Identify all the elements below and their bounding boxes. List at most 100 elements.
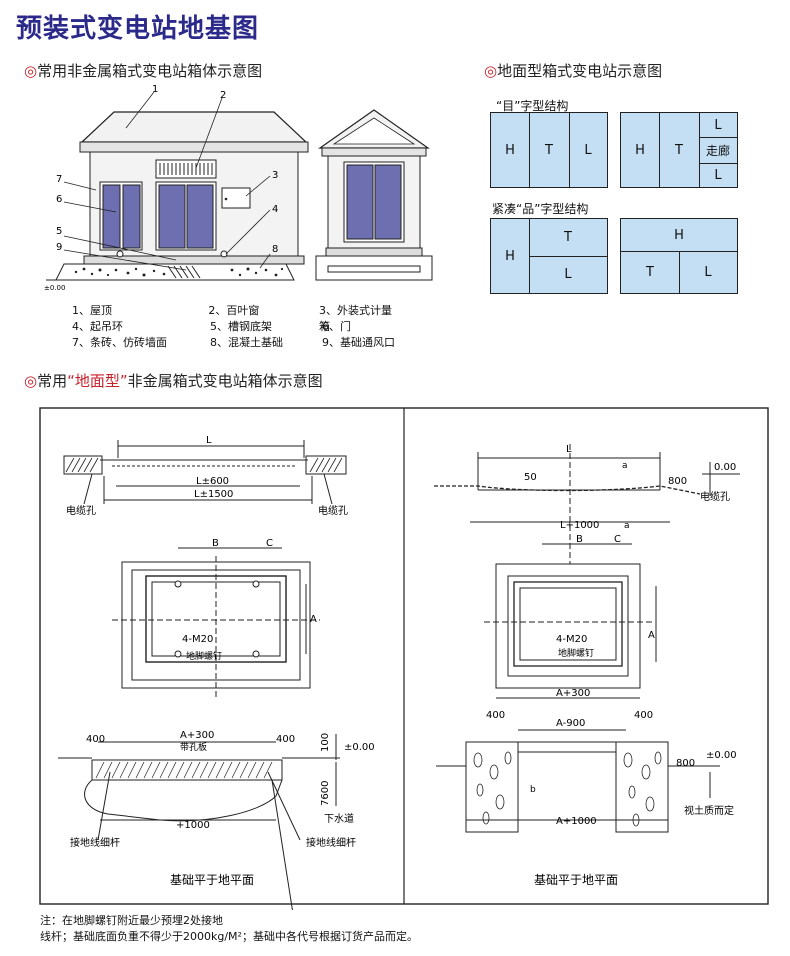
callout-4: 4: [272, 204, 278, 215]
dim-A-right: A: [648, 630, 655, 641]
note-line-2: 线杆；基础底面负重不得少于2000kg/M²；基础中各代号根据订货产品而定。: [40, 930, 418, 943]
bolt-label: 地脚螺钉: [186, 650, 222, 662]
dim-800: 800: [668, 476, 687, 487]
room-l: L: [584, 142, 592, 158]
elev2-right: ±0.00: [706, 750, 737, 761]
right-plan-view: B C A 4-M20 地脚螺钉 A+300: [484, 534, 657, 699]
door-leaf: [122, 184, 141, 249]
dim-400-right-b: 400: [634, 710, 653, 721]
roof-shape: [80, 111, 308, 143]
section-nonmetal-header: ◎常用非金属箱式变电站箱体示意图: [24, 60, 262, 81]
legend-item: 4、起吊环: [72, 320, 123, 333]
dim-400-right-a: 400: [486, 710, 505, 721]
layout-mu-caption: “目”字型结构: [496, 99, 569, 113]
ground-rod-right: 接地线细杆: [306, 836, 356, 849]
legend-item: 3、外装式计量箱: [319, 304, 392, 333]
right-top-section: L a 0.00 50 800 电缆孔 L+1000 a: [434, 444, 740, 636]
cable-hole-right-side: 电缆孔: [700, 490, 730, 503]
left-plan-view: B C A 4-M20 地脚螺钉: [112, 538, 320, 698]
dim-7600: 7600: [320, 781, 331, 806]
dim-100: 100: [320, 733, 331, 752]
legend-item: 6、门: [322, 320, 351, 333]
dim-B: B: [212, 538, 219, 549]
drain-label: 下水道: [324, 812, 354, 825]
callout-9: 9: [56, 242, 62, 253]
dim-L600: L±600: [196, 476, 229, 487]
dim-A300-right: A+300: [556, 688, 590, 699]
bolt-count: 4-M20: [182, 634, 213, 645]
layout-pin-b: H T L: [620, 218, 738, 294]
dim-B-right: B: [576, 534, 583, 545]
legend-item: 1、屋顶: [72, 304, 112, 317]
mark-b-bottom: b: [530, 785, 536, 795]
left-section-view: A+300 400 400 带孔板 100 ±0.00 7600 下水道 +10…: [58, 730, 375, 910]
room-h: H: [674, 227, 684, 243]
dim-L-right: L: [566, 444, 572, 455]
room-h: H: [505, 248, 515, 264]
section-ground-header: ◎地面型箱式变电站示意图: [484, 60, 662, 81]
layout-pin-caption: 紧凑“品”字型结构: [492, 202, 589, 216]
dim-C: C: [266, 538, 273, 549]
layout-mu-b: H T L 走廊 L: [620, 112, 738, 188]
room-h: H: [505, 142, 515, 158]
caption-left: 基础平于地平面: [170, 873, 254, 887]
elev-right: 0.00: [714, 462, 736, 473]
dim-A1000: A+1000: [556, 816, 597, 827]
caption-right: 基础平于地平面: [534, 873, 618, 887]
dim-a-bottom: a: [624, 521, 630, 531]
right-section-view: 400 400 A-900 b b ±0.00 800 视土质而定 A+1000…: [436, 710, 737, 887]
room-t: T: [545, 142, 553, 158]
section-ground-title: 地面型箱式变电站示意图: [497, 62, 663, 80]
dim-a-top: a: [622, 461, 628, 471]
door-leaf: [186, 184, 214, 249]
room-t: T: [646, 264, 654, 280]
section-prefix: 常用: [37, 372, 68, 390]
foundation: [55, 263, 295, 281]
dim-C-right: C: [614, 534, 621, 545]
bolt-count-right: 4-M20: [556, 634, 587, 645]
section-suffix: 非金属箱式变电站箱体示意图: [127, 372, 323, 390]
dim-A300: A+300: [180, 730, 214, 741]
legend-item: 5、槽钢底架: [210, 320, 272, 333]
dim-800-right: 800: [676, 758, 695, 769]
left-top-section: L L±600 L±1500 电缆孔 电缆孔: [63, 435, 348, 517]
plate-label: 带孔板: [180, 741, 207, 753]
door-leaf: [158, 184, 186, 249]
section-ground-nonmetal-header: ◎常用“地面型”非金属箱式变电站箱体示意图: [24, 370, 323, 391]
room-l: L: [714, 117, 722, 133]
dim-400-left: 400: [86, 734, 105, 745]
layout-pin-a: H T L: [490, 218, 608, 294]
section-marker-icon: ◎: [24, 62, 38, 80]
room-l: L: [564, 267, 572, 282]
dim-50: 50: [524, 472, 537, 483]
legend-item: 7、条砖、仿砖墙面: [72, 336, 167, 349]
elev-left: ±0.00: [344, 742, 375, 753]
louvre-window: [155, 159, 217, 179]
room-l: L: [704, 264, 712, 280]
callout-7: 7: [56, 174, 62, 185]
dim-400-right: 400: [276, 734, 295, 745]
callout-8: 8: [272, 244, 278, 255]
cable-hole-right: 电缆孔: [318, 504, 348, 517]
room-t: T: [564, 230, 572, 245]
dim-L1000: L+1000: [560, 520, 599, 531]
elevation-label: ±0.00: [44, 284, 65, 292]
bolt-label-right: 地脚螺钉: [558, 647, 594, 659]
note-line-1: 注：在地脚螺钉附近最少预埋2处接地: [40, 914, 223, 927]
layout-mu-a: H T L: [490, 112, 608, 188]
section-marker-icon: ◎: [484, 62, 498, 80]
ground-rod-left: 接地线细杆: [70, 836, 120, 849]
soil-note: 视土质而定: [684, 804, 734, 817]
dim-A900: A-900: [556, 718, 585, 729]
callout-5: 5: [56, 226, 62, 237]
callout-3: 3: [272, 170, 278, 181]
dim-L1500: L±1500: [194, 489, 233, 500]
section-marker-icon: ◎: [24, 372, 38, 390]
page-title: 预装式变电站地基图: [16, 14, 260, 44]
door-leaf: [102, 184, 121, 249]
eave: [79, 141, 309, 153]
callout-1: 1: [152, 84, 158, 95]
dim-1000-left: +1000: [176, 820, 210, 831]
section-nonmetal-title: 常用非金属箱式变电站箱体示意图: [37, 62, 263, 80]
